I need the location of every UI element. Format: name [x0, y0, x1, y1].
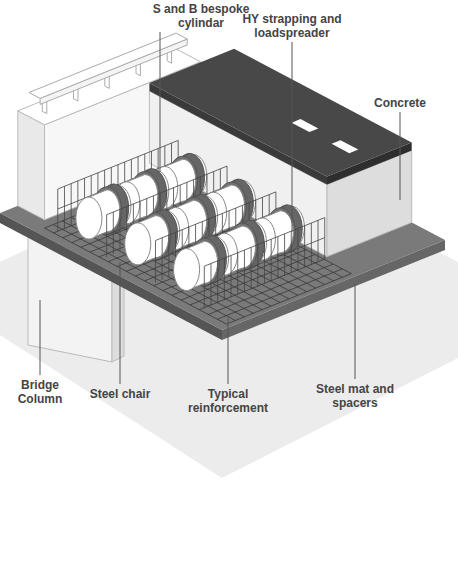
- cylinder: [174, 236, 229, 291]
- leader-line: [160, 32, 161, 172]
- chair-bar: [120, 209, 121, 251]
- part-label: Concrete: [360, 96, 440, 110]
- chair-bar: [297, 228, 298, 270]
- cylinder-edge: [262, 211, 280, 218]
- chair-bar: [168, 235, 169, 277]
- cylinder-face: [76, 197, 102, 239]
- cylinder-edge: [187, 241, 205, 248]
- leader-line: [292, 42, 293, 232]
- chair-bar: [162, 238, 163, 280]
- chair-bar: [224, 258, 225, 300]
- wall-end-face: [18, 111, 45, 220]
- concrete-block: [149, 49, 411, 257]
- part-label: Steel mat and spacers: [303, 382, 407, 410]
- chair-bar: [251, 247, 252, 289]
- chair-bar: [257, 245, 258, 287]
- chair-bar: [277, 237, 278, 279]
- leader-line: [120, 262, 121, 384]
- chair-bar: [291, 231, 292, 273]
- chair-bar: [304, 226, 305, 268]
- cylinder-edge: [89, 190, 107, 197]
- chair-bar: [284, 234, 285, 276]
- cylinder: [125, 210, 180, 265]
- leader-line: [40, 300, 41, 375]
- chair-bar: [204, 238, 324, 287]
- chair-bar: [106, 215, 107, 257]
- road-marking: [292, 119, 319, 132]
- cylinder-edge: [176, 200, 194, 207]
- structure: [18, 33, 412, 324]
- chair-bar: [113, 212, 114, 254]
- road-marking: [332, 140, 359, 153]
- chair-bar: [64, 186, 65, 228]
- chair-bar: [71, 184, 72, 226]
- chair-bar: [271, 239, 272, 281]
- chair-bar: [155, 240, 156, 282]
- chair-bar: [311, 223, 312, 265]
- part-label: Typical reinforcement: [178, 387, 278, 415]
- part-label: Bridge Column: [10, 378, 70, 406]
- leader-lines: [40, 32, 400, 384]
- cylinder-edge: [165, 159, 183, 166]
- leader-line: [228, 318, 229, 384]
- chair-bar: [244, 250, 245, 292]
- cylinder-edge: [138, 216, 156, 223]
- chair-bar: [324, 218, 325, 260]
- cylinder-edge: [224, 226, 242, 233]
- reinforcement-mesh: [44, 178, 351, 324]
- cylinder-face: [174, 249, 200, 291]
- part-label: HY strapping and loadspreader: [234, 12, 350, 40]
- chair-bar: [210, 264, 211, 306]
- chair-bar: [231, 255, 232, 297]
- part-label: S and B bespoke cylindar: [145, 2, 257, 30]
- chair-bar: [237, 253, 238, 295]
- chair-bar: [57, 189, 58, 231]
- part-label: Steel chair: [76, 387, 164, 401]
- cylinder-edge: [214, 185, 232, 192]
- steel-chair: [204, 218, 324, 309]
- cylinder-face: [125, 223, 151, 265]
- cylinder: [76, 184, 131, 239]
- leader-line: [355, 284, 356, 379]
- chair-bar: [204, 266, 205, 308]
- chair-bar: [264, 242, 265, 284]
- chair-bar: [318, 220, 319, 262]
- leader-line: [400, 112, 401, 200]
- chair-bar: [217, 261, 218, 303]
- cylinder-edge: [127, 175, 145, 182]
- chair-bar: [204, 218, 324, 267]
